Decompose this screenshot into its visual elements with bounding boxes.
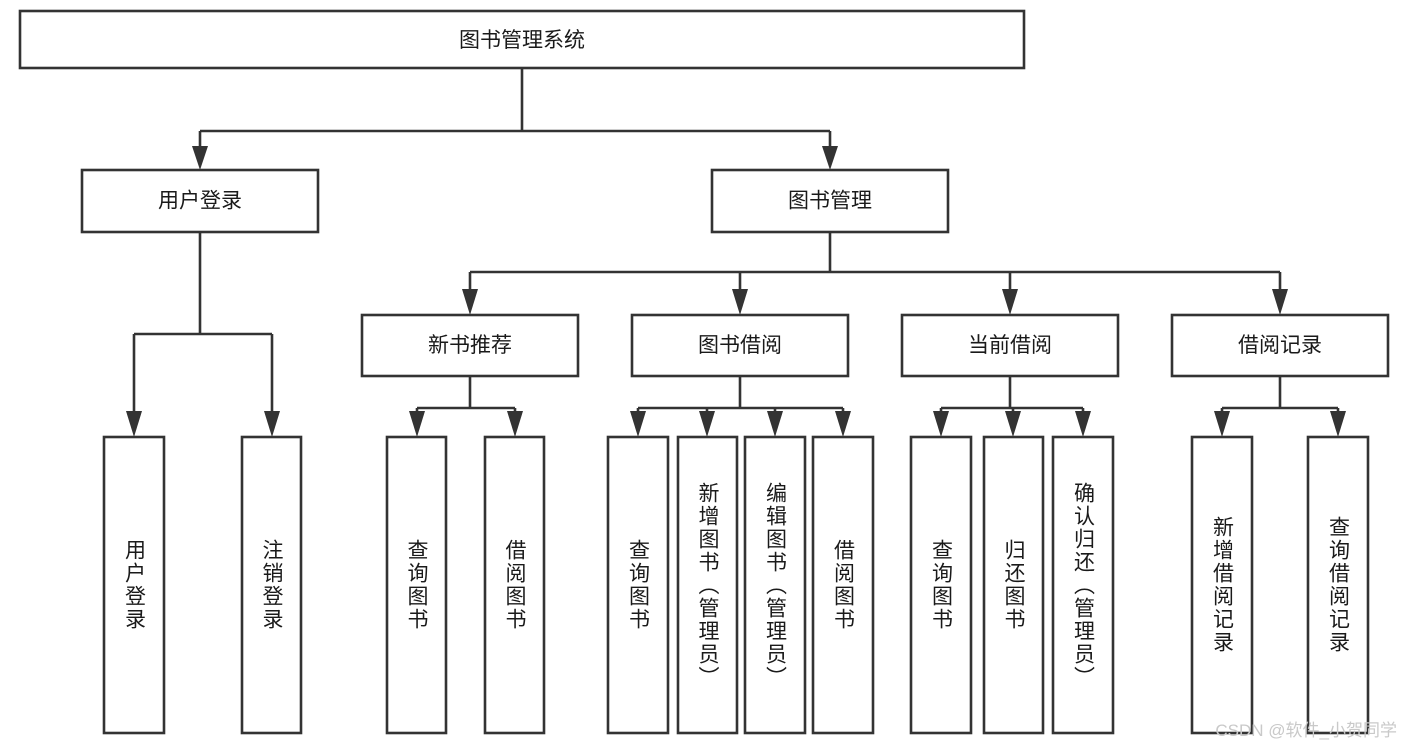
arrow-head-leaf-query-book-rec	[409, 411, 425, 437]
arrow-head-new-book-rec	[462, 289, 478, 315]
arrow-head-leaf-confirm-return	[1075, 411, 1091, 437]
arrow-head-leaf-user-login	[126, 411, 142, 437]
arrow-head-leaf-add-record	[1214, 411, 1230, 437]
leaf-add-record-rect[interactable]	[1190, 435, 1254, 735]
node-book-manage-rect[interactable]	[710, 168, 950, 234]
arrow-head-leaf-logout	[264, 411, 280, 437]
node-root[interactable]: 图书管理系统	[18, 9, 1026, 70]
arrow-head-leaf-edit-book	[767, 411, 783, 437]
arrow-head-book-manage	[822, 146, 838, 170]
arrow-head-leaf-add-book	[699, 411, 715, 437]
leaf-user-login-rect[interactable]	[102, 435, 166, 735]
connector-group-book-manage	[462, 232, 1288, 315]
leaf-query-record-rect[interactable]	[1306, 435, 1370, 735]
leaf-query-book-bw-rect[interactable]	[606, 435, 670, 735]
connector-group-book-borrow	[630, 376, 851, 437]
leaf-return-book-rect[interactable]	[982, 435, 1045, 735]
arrow-head-book-borrow	[732, 289, 748, 315]
node-book-borrow-label: 图书借阅	[698, 334, 782, 357]
node-current-borrow-rect[interactable]	[900, 313, 1120, 378]
node-new-book-recommend-rect[interactable]	[360, 313, 580, 378]
arrow-head-current-borrow	[1002, 289, 1018, 315]
leaf-borrow-book-bw-rect[interactable]	[811, 435, 875, 735]
arrow-head-borrow-record	[1272, 289, 1288, 315]
leaf-edit-book-rect[interactable]	[743, 435, 807, 735]
node-book-borrow-rect[interactable]	[630, 313, 850, 378]
node-user-login[interactable]: 用户登录	[80, 168, 320, 234]
connector-group-user-login	[126, 232, 280, 437]
leaf-logout-rect[interactable]	[240, 435, 303, 735]
node-borrow-record-rect[interactable]	[1170, 313, 1390, 378]
node-root-label: 图书管理系统	[459, 29, 585, 52]
node-borrow-record[interactable]: 借阅记录	[1170, 313, 1390, 378]
arrow-head-leaf-query-record	[1330, 411, 1346, 437]
arrow-head-leaf-return-book	[1005, 411, 1021, 437]
leaf-query-book-rec-rect[interactable]	[385, 435, 448, 735]
node-new-book-recommend-label: 新书推荐	[428, 334, 512, 357]
node-new-book-recommend[interactable]: 新书推荐	[360, 313, 580, 378]
node-borrow-record-label: 借阅记录	[1238, 334, 1322, 357]
connector-group-current-borrow	[933, 376, 1091, 437]
leaf-node-rect-group	[102, 435, 1370, 735]
leaf-add-book-rect[interactable]	[676, 435, 739, 735]
node-user-login-label: 用户登录	[158, 190, 242, 213]
connector-group-new-book-rec	[409, 376, 523, 437]
node-root-rect[interactable]	[18, 9, 1026, 70]
arrow-head-leaf-borrow-book-bw	[835, 411, 851, 437]
node-book-manage[interactable]: 图书管理	[710, 168, 950, 234]
arrow-head-user-login	[192, 146, 208, 170]
node-user-login-rect[interactable]	[80, 168, 320, 234]
node-book-manage-label: 图书管理	[788, 190, 872, 213]
connector-group-borrow-record	[1214, 376, 1346, 437]
node-book-borrow[interactable]: 图书借阅	[630, 313, 850, 378]
connector-group-root	[192, 68, 838, 170]
leaf-confirm-return-rect[interactable]	[1051, 435, 1115, 735]
node-current-borrow[interactable]: 当前借阅	[900, 313, 1120, 378]
leaf-borrow-book-rec-rect[interactable]	[483, 435, 546, 735]
arrow-head-leaf-query-book-bw	[630, 411, 646, 437]
leaf-query-book-cur-rect[interactable]	[909, 435, 973, 735]
arrow-head-leaf-borrow-book-rec	[507, 411, 523, 437]
arrow-head-leaf-query-book-cur	[933, 411, 949, 437]
node-current-borrow-label: 当前借阅	[968, 334, 1052, 357]
